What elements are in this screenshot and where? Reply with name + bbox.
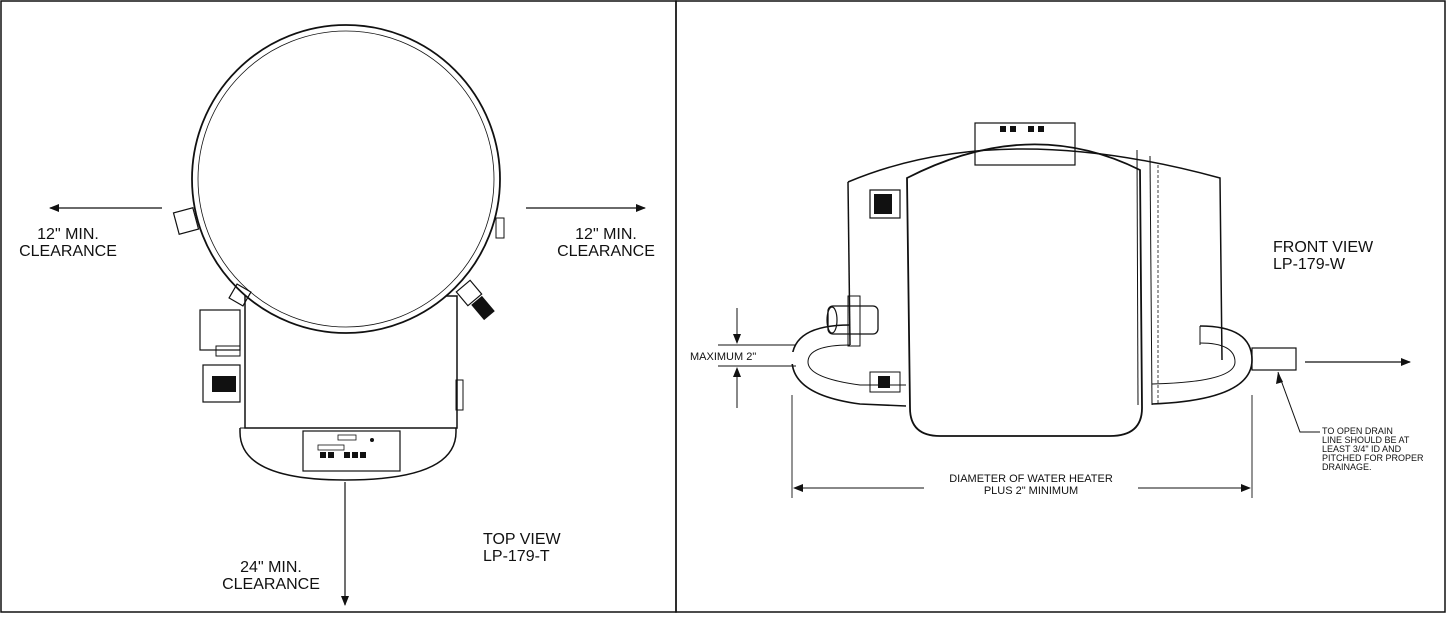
- front-view-frame: [675, 0, 1446, 613]
- top-view-label: TOP VIEW LP-179-T: [483, 531, 561, 565]
- panel-button: [328, 452, 334, 458]
- panel-button: [352, 452, 358, 458]
- top-view-drawing: [49, 24, 646, 606]
- panel-button: [360, 452, 366, 458]
- panel-button: [320, 452, 326, 458]
- tank-outline: [191, 24, 501, 334]
- top-bottom-clearance-label: 24" MIN. CLEARANCE: [222, 559, 320, 593]
- maximum-dimension-label: MAXIMUM 2": [690, 351, 800, 364]
- panel-button: [344, 452, 350, 458]
- front-view-label: FRONT VIEW LP-179-W: [1273, 239, 1374, 273]
- top-right-clearance-label: 12" MIN. CLEARANCE: [557, 226, 655, 260]
- front-view-drawing: [718, 122, 1411, 498]
- drain-note-label: TO OPEN DRAIN LINE SHOULD BE AT LEAST 3/…: [1322, 426, 1424, 472]
- diameter-dimension-label: DIAMETER OF WATER HEATER PLUS 2" MINIMUM: [924, 473, 1138, 498]
- top-left-clearance-label: 12" MIN. CLEARANCE: [19, 226, 117, 260]
